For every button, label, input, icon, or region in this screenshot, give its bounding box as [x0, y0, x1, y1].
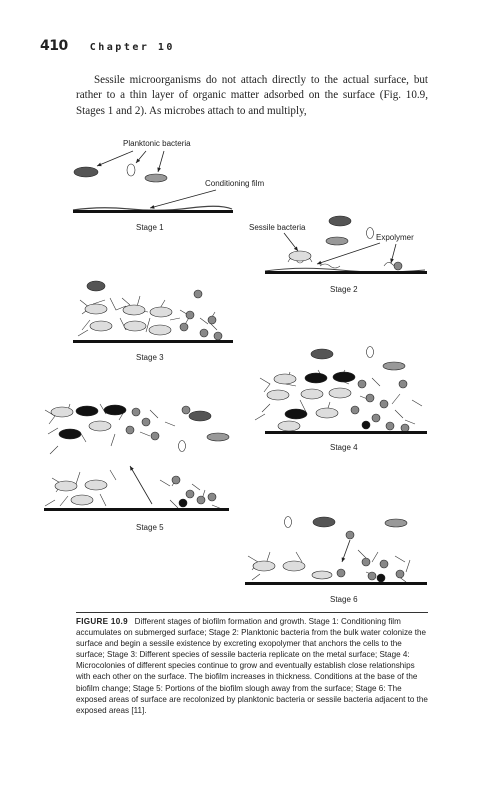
figure-number: FIGURE 10.9: [76, 617, 128, 626]
stage-4-label: Stage 4: [330, 443, 358, 452]
stage-3-panel: Stage 3: [73, 280, 233, 362]
stage-1-label: Stage 1: [136, 223, 164, 232]
conditioning-film-label: Conditioning film: [205, 179, 264, 188]
page-number: 410: [40, 38, 68, 54]
chapter-title: Chapter 10: [89, 42, 175, 53]
planktonic-cell: [73, 166, 99, 178]
caption-text: Different stages of biofilm formation an…: [76, 617, 428, 715]
planktonic-cell: [126, 163, 136, 177]
stage-6-label: Stage 6: [330, 595, 358, 604]
stage-2-panel: Sessile bacteria Expolymer Stage 2: [249, 215, 427, 294]
conditioning-film: [72, 205, 233, 211]
figure-caption: FIGURE 10.9 Different stages of biofilm …: [76, 616, 428, 716]
planktonic-cell: [144, 173, 168, 183]
planktonic-bacteria-label: Planktonic bacteria: [123, 139, 191, 148]
running-header: 410 Chapter 10: [40, 38, 175, 60]
exopolymer-label: Expolymer: [376, 233, 414, 242]
caption-rule: [76, 612, 428, 613]
stage-1-panel: Planktonic bacteria Conditioning film St…: [72, 139, 264, 232]
stage-6-panel: Stage 6: [245, 516, 427, 604]
metal-surface: [73, 210, 233, 213]
biofilm-stages-figure: Planktonic bacteria Conditioning film St…: [44, 139, 427, 604]
stage-5-label: Stage 5: [136, 523, 164, 532]
stage-2-label: Stage 2: [330, 285, 358, 294]
body-paragraph: Sessile microorganisms do not attach dir…: [76, 74, 428, 117]
stage-4-panel: Stage 4: [254, 346, 427, 452]
sessile-bacteria-label: Sessile bacteria: [249, 223, 306, 232]
stage-5-panel: Stage 5: [44, 403, 230, 532]
stage-3-label: Stage 3: [136, 353, 164, 362]
